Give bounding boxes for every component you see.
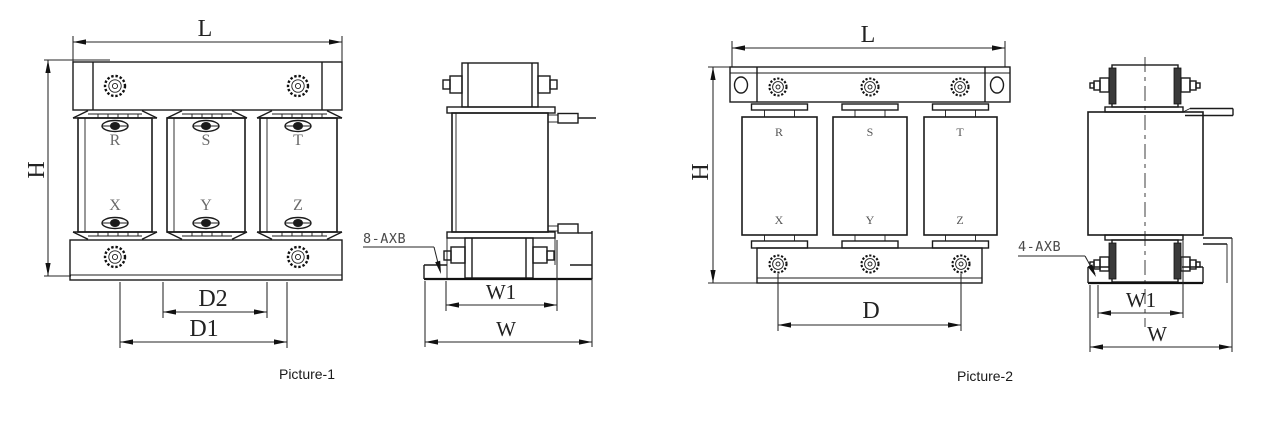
terminal-bracket [1203, 237, 1233, 352]
phase-label-T: T [293, 132, 303, 149]
bolt [286, 74, 310, 98]
coil-bottom-clamps [72, 231, 343, 240]
dim-length-p1: L [72, 16, 343, 62]
side-coil-body [1087, 111, 1204, 236]
terminal-lug-bottom [548, 223, 592, 234]
bolt [103, 245, 127, 269]
phase-label-Z: Z [293, 197, 303, 214]
phase-label-R: R [775, 125, 783, 139]
dim-span-p2: D [777, 274, 962, 331]
dim-label-H: H [688, 163, 714, 180]
dim-width-outer-p1: W [424, 279, 593, 347]
phase-label-X: X [109, 197, 121, 214]
picture1-side-view: 8-AXB W1 W [363, 62, 596, 347]
terminal-tab [1182, 107, 1234, 117]
coil-top-clamps [72, 110, 343, 119]
coil-R: R X [77, 117, 153, 233]
bolt [860, 77, 880, 97]
side-bolt [449, 75, 463, 94]
dim-label-H: H [24, 161, 50, 178]
mounting-hole-callout: 4-AXB [1018, 239, 1096, 277]
side-bolt [450, 246, 466, 264]
dim-label-W1: W1 [486, 280, 516, 304]
mount-slot [733, 76, 749, 94]
side-bolt [1180, 256, 1201, 272]
phase-label-Y: Y [200, 197, 212, 214]
bottom-clamp-bar [69, 239, 343, 281]
terminal-oval [284, 119, 312, 133]
dim-label-L: L [861, 22, 876, 48]
side-bolt [537, 75, 551, 94]
phase-label-R: R [110, 132, 121, 149]
mount-slot [989, 76, 1005, 94]
terminal-oval [192, 119, 220, 133]
dim-label-W: W [496, 317, 516, 341]
side-bottom-clamp [1089, 234, 1201, 283]
side-bolt [1089, 77, 1110, 93]
bottom-clamp-bar [756, 247, 983, 284]
dim-label-W: W [1147, 322, 1167, 346]
terminal-oval [101, 216, 129, 230]
dim-span-inner-p1: D2 [162, 282, 268, 318]
dim-height-p2: H [688, 66, 758, 284]
side-top-clamp [442, 62, 558, 114]
dim-label-W1: W1 [1126, 288, 1156, 312]
mounting-feet [423, 231, 593, 281]
phase-label-T: T [956, 125, 964, 139]
bolt [768, 254, 788, 274]
picture2-front-view: L H [688, 22, 1011, 331]
dim-height-p1: H [24, 59, 110, 277]
coil-top-tabs [750, 103, 990, 118]
picture2-side-view: 4-AXB W1 W [1018, 57, 1234, 352]
dim-width-outer-p2: W [1089, 285, 1232, 352]
dim-width-inner-p2: W1 [1097, 241, 1184, 318]
terminal-lug-top [548, 112, 596, 124]
dim-length-p2: L [731, 22, 1006, 67]
mount-note-label: 8-AXB [363, 231, 406, 247]
coil-R: R X [741, 116, 818, 236]
side-coil-body [451, 112, 549, 233]
dim-width-inner-p1: W1 [445, 240, 558, 311]
terminal-oval [192, 216, 220, 230]
top-clamp-bar [729, 66, 1011, 103]
dim-label-D: D [862, 298, 879, 324]
top-clamp-bar [72, 61, 343, 111]
phase-label-S: S [867, 125, 874, 139]
coil-T: T Z [923, 116, 998, 236]
dim-label-D2: D2 [198, 286, 227, 312]
bolt [768, 77, 788, 97]
dim-span-outer-p1: D1 [119, 282, 288, 348]
bolt [950, 77, 970, 97]
coil-T: T Z [259, 117, 338, 233]
mounting-hole-callout: 8-AXB [363, 231, 441, 274]
dim-label-D1: D1 [189, 316, 218, 342]
side-bolt [532, 246, 548, 264]
bolt [860, 254, 880, 274]
coil-S: S Y [166, 117, 246, 233]
phase-label-Z: Z [956, 213, 963, 227]
side-bottom-clamp [443, 231, 556, 279]
dim-label-L: L [198, 16, 213, 42]
side-bolt [1180, 77, 1201, 93]
picture1-front-view: L H [24, 16, 343, 348]
terminal-oval [101, 119, 129, 133]
mounting-feet [1087, 266, 1204, 285]
figure1-caption: Picture-1 [278, 366, 336, 382]
figure2-caption: Picture-2 [956, 368, 1014, 384]
phase-label-S: S [202, 132, 211, 149]
mount-note-label: 4-AXB [1018, 239, 1061, 255]
bolt [103, 74, 127, 98]
terminal-oval [284, 216, 312, 230]
phase-label-Y: Y [866, 213, 875, 227]
phase-label-X: X [775, 213, 784, 227]
coil-bottom-tabs [750, 234, 990, 249]
bolt [286, 245, 310, 269]
bolt [951, 254, 971, 274]
coil-S: S Y [832, 116, 908, 236]
